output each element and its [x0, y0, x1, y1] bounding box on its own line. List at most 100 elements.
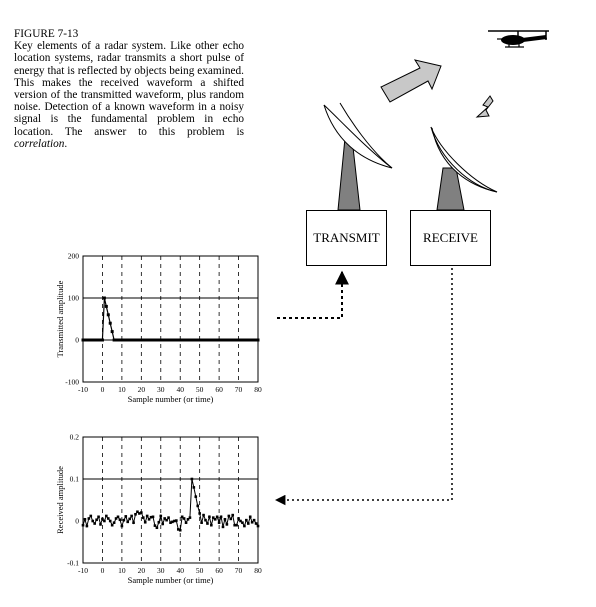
x-tick-label: -10 — [78, 385, 88, 394]
data-point — [114, 338, 118, 342]
data-point — [81, 523, 85, 527]
x-tick-label: 50 — [196, 566, 204, 575]
data-point — [120, 524, 124, 528]
data-point — [108, 519, 112, 523]
data-point — [227, 514, 231, 518]
data-point — [206, 522, 209, 525]
data-point — [106, 313, 110, 317]
data-point — [89, 514, 93, 518]
data-point — [252, 338, 256, 342]
data-point — [175, 519, 178, 522]
data-point — [151, 515, 155, 519]
data-point — [128, 517, 131, 521]
data-point — [169, 521, 172, 524]
data-point — [83, 338, 87, 342]
data-point — [106, 517, 110, 520]
data-point — [97, 515, 100, 519]
data-point — [180, 515, 184, 519]
data-point — [227, 338, 231, 342]
data-point — [235, 523, 238, 527]
plot-frame — [82, 255, 259, 383]
data-point — [202, 338, 206, 342]
data-point — [147, 518, 151, 521]
data-point — [223, 518, 227, 521]
y-tick-label: -0.1 — [67, 559, 79, 568]
data-point — [165, 338, 169, 342]
data-point — [159, 514, 163, 518]
x-tick-label: 10 — [118, 385, 126, 394]
caption-emphasis: correlation — [14, 137, 65, 150]
data-point — [155, 526, 159, 530]
x-tick-label: 60 — [215, 385, 223, 394]
y-tick-label: 0 — [75, 336, 79, 345]
x-axis-label: Sample number (or time) — [128, 394, 214, 404]
data-point — [178, 338, 182, 342]
data-point — [103, 519, 106, 523]
data-point — [151, 338, 155, 342]
data-point — [114, 517, 118, 520]
data-point — [180, 338, 184, 342]
data-point — [112, 338, 116, 342]
data-point — [231, 513, 235, 517]
data-point — [91, 519, 95, 523]
data-point — [149, 515, 153, 519]
x-tick-label: 20 — [138, 566, 146, 575]
data-point — [209, 338, 213, 342]
data-point — [215, 338, 219, 342]
data-point — [173, 519, 176, 523]
y-axis-label: Received amplitude — [55, 466, 65, 534]
data-point — [174, 338, 178, 342]
receive-box: RECEIVE — [410, 210, 491, 266]
x-axis-label: Sample number (or time) — [128, 575, 214, 585]
x-tick-label: 70 — [235, 566, 243, 575]
data-point — [132, 338, 136, 342]
data-point — [93, 338, 97, 342]
data-point — [237, 517, 240, 520]
data-point — [170, 338, 174, 342]
data-point — [99, 523, 102, 526]
data-point — [196, 338, 200, 342]
data-point — [169, 338, 172, 342]
data-point — [126, 520, 130, 524]
data-point — [208, 515, 211, 519]
data-point — [165, 518, 168, 522]
x-tick-label: 10 — [118, 566, 126, 575]
y-tick-label: 0.2 — [70, 433, 80, 442]
data-point — [254, 522, 258, 525]
data-point — [153, 524, 157, 527]
x-tick-label: 40 — [176, 385, 184, 394]
data-point — [221, 338, 225, 342]
data-point — [130, 338, 134, 342]
data-point — [256, 524, 260, 528]
data-point — [171, 520, 174, 524]
data-point — [188, 516, 192, 519]
data-point — [143, 520, 147, 524]
data-point — [246, 522, 250, 525]
data-point — [239, 338, 242, 342]
data-point — [99, 338, 102, 342]
data-point — [139, 338, 143, 342]
data-point — [85, 524, 89, 528]
x-tick-label: -10 — [78, 566, 88, 575]
y-tick-label: 0 — [75, 517, 79, 526]
data-point — [252, 518, 256, 522]
data-point — [122, 338, 126, 342]
data-point — [235, 338, 239, 342]
data-point — [237, 338, 241, 342]
data-point — [157, 338, 161, 342]
data-point — [213, 338, 217, 342]
data-point — [167, 516, 170, 519]
data-point — [248, 338, 252, 342]
data-point — [163, 338, 167, 342]
data-point — [141, 338, 145, 342]
data-point — [141, 516, 145, 519]
data-point — [256, 338, 260, 342]
data-point — [215, 515, 219, 519]
x-tick-label: 30 — [157, 566, 165, 575]
data-point — [128, 338, 132, 342]
data-point — [223, 338, 227, 342]
data-point — [130, 514, 133, 518]
data-point — [122, 518, 126, 522]
data-point — [198, 512, 201, 515]
